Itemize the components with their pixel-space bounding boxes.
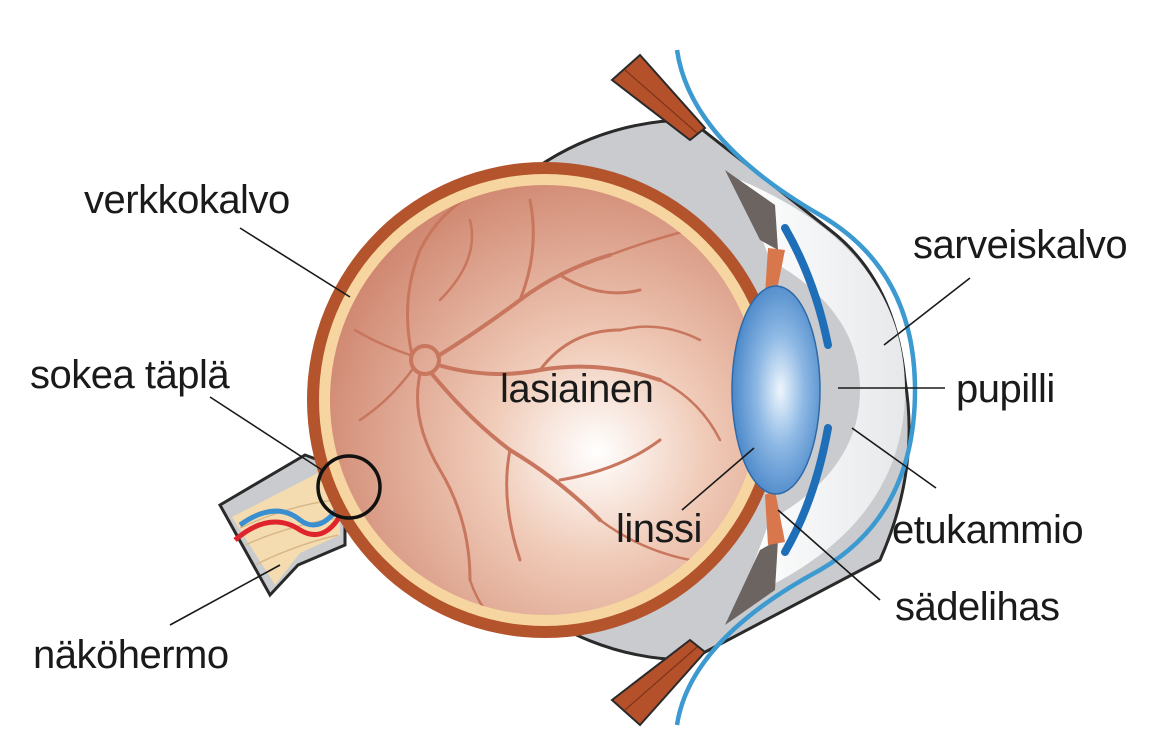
leader-optic-nerve [169, 564, 281, 626]
muscle-upper [610, 53, 707, 142]
labels: verkkokalvo sokea täplä näköhermo lasiai… [30, 178, 1128, 677]
leader-blind-spot [209, 396, 323, 471]
blind-spot-marker [316, 454, 382, 520]
ciliary-body-lower [725, 540, 778, 625]
label-pupil: pupilli [956, 367, 1055, 411]
optic-nerve [217, 453, 382, 598]
retinal-vessels [353, 188, 722, 615]
leader-retina [239, 227, 351, 298]
label-retina: verkkokalvo [84, 178, 290, 222]
cornea-body [740, 180, 905, 600]
leader-lens [681, 447, 755, 511]
ciliary-body-upper [725, 170, 778, 250]
leader-anterior-chamber [851, 427, 937, 489]
label-vitreous: lasiainen [500, 367, 653, 411]
cornea-outer-line [674, 49, 918, 726]
label-ciliary-muscle: sädelihas [895, 585, 1060, 629]
label-blind-spot: sokea täplä [30, 353, 230, 397]
leader-ciliary-muscle [777, 509, 881, 601]
leader-cornea [883, 277, 971, 346]
vitreous-body [330, 185, 760, 615]
lens [731, 285, 821, 495]
iris-lower [781, 424, 832, 556]
ciliary-muscle-lower [765, 490, 785, 545]
iris-upper [781, 224, 832, 349]
label-cornea: sarveiskalvo [913, 223, 1127, 267]
eyeball [307, 118, 911, 662]
eye-muscles [610, 53, 707, 727]
label-anterior-chamber: etukammio [892, 508, 1083, 552]
label-optic-nerve: näköhermo [33, 633, 229, 677]
muscle-lower [610, 638, 707, 727]
label-lens: linssi [616, 507, 702, 551]
leader-lines [169, 227, 971, 626]
